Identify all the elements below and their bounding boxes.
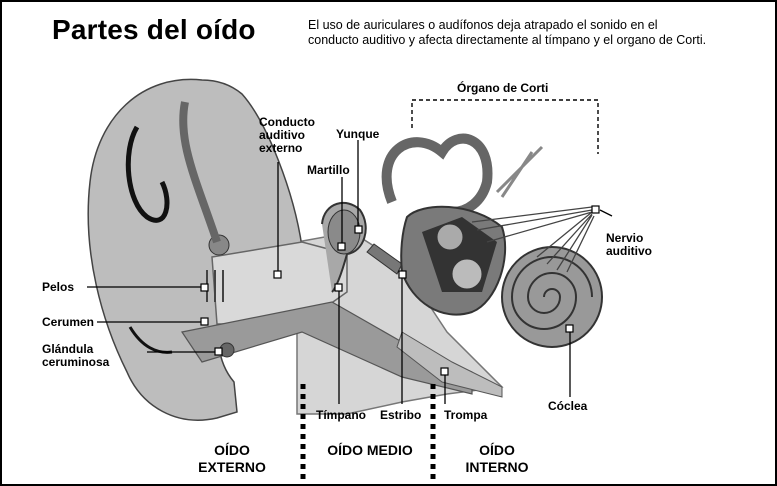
label-martillo: Martillo: [307, 163, 350, 177]
marker-conducto: [273, 270, 282, 279]
label-cerumen: Cerumen: [42, 315, 95, 329]
section-interno: OÍDO INTERNO: [465, 442, 529, 475]
marker-trompa: [440, 367, 449, 376]
marker-pelos: [200, 283, 209, 292]
page-title: Partes del oído: [52, 14, 256, 45]
cochlea-spiral: [510, 256, 593, 330]
marker-yunque: [354, 225, 363, 234]
label-organo-corti: Órgano de Corti: [457, 81, 549, 95]
cochlea-outer: [501, 246, 603, 348]
label-trompa: Trompa: [444, 408, 488, 422]
label-nervio: Nervio auditivo: [606, 231, 653, 258]
helix-curve: [125, 125, 170, 223]
saccule: [451, 258, 483, 290]
marker-cerumen: [200, 317, 209, 326]
marker-martillo: [337, 242, 346, 251]
label-yunque: Yunque: [336, 127, 380, 141]
eustachian-tube: [396, 331, 503, 398]
vessel: [179, 101, 221, 244]
marker-glandula: [214, 347, 223, 356]
organ-corti-bracket: [411, 99, 599, 154]
label-conducto: Conducto auditivo externo: [259, 115, 315, 155]
nerve-fibers: [471, 206, 595, 273]
marker-coclea: [565, 324, 574, 333]
canal-skin: [181, 301, 473, 395]
section-medio: OÍDO MEDIO: [327, 442, 413, 458]
description-text: El uso de auriculares o audífonos deja a…: [308, 18, 707, 47]
pinna: [87, 78, 303, 421]
label-glandula: Glándula ceruminosa: [42, 342, 110, 369]
nerve-bundle: [495, 145, 544, 198]
semicircular-canals: [381, 133, 493, 217]
utricle: [436, 223, 464, 251]
section-externo: OÍDO EXTERNO: [198, 442, 266, 475]
marker-nervio: [591, 205, 600, 214]
label-coclea: Cóclea: [548, 399, 588, 413]
label-timpano: Tímpano: [316, 408, 366, 422]
label-pelos: Pelos: [42, 280, 75, 294]
ear-canal: [211, 241, 348, 325]
leader-nervio: [599, 209, 613, 217]
marker-estribo: [398, 270, 407, 279]
marker-timpano: [334, 283, 343, 292]
label-estribo: Estribo: [380, 408, 422, 422]
